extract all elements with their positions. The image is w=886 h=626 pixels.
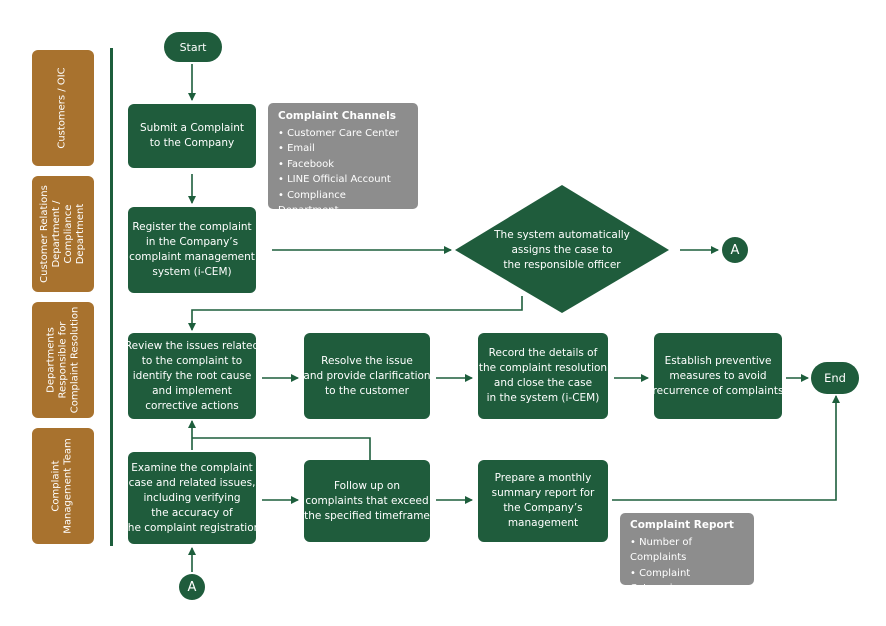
complaint-report-note: Complaint Report Number of Complaints Co…	[620, 513, 754, 610]
examine-complaint-box: Examine the complaint case and related i…	[124, 452, 260, 544]
complaint-channels-title: Complaint Channels	[278, 110, 396, 122]
channel-item: Customer Care Center	[278, 126, 408, 142]
arrow-assign-review	[188, 296, 523, 331]
channel-item: Email	[278, 141, 408, 157]
follow-up-box: Follow up on complaints that exceed the …	[304, 460, 430, 542]
start-node: Start	[164, 32, 222, 62]
assign-case-label: The system automatically assigns the cas…	[494, 228, 630, 271]
record-details-box: Record the details of the complaint reso…	[478, 333, 608, 419]
arrow-prepare-end	[612, 395, 840, 501]
register-complaint-box: Register the complaint in the Company’s …	[128, 207, 256, 293]
lane-complaint-management: Complaint Management Team	[32, 428, 94, 544]
connector-a-in: A	[179, 574, 205, 600]
assign-diamond	[455, 185, 669, 313]
report-item: Case Closure Status	[630, 597, 744, 613]
establish-measures-box: Establish preventive measures to avoid r…	[653, 333, 783, 419]
review-issues-box: Review the issues related to the complai…	[125, 333, 259, 419]
complaint-report-title: Complaint Report	[630, 519, 734, 531]
channel-item: LINE Official Account	[278, 172, 408, 188]
submit-complaint-box: Submit a Complaint to the Company	[128, 104, 256, 168]
complaint-channels-note: Complaint Channels Customer Care Center …	[268, 103, 418, 216]
line-follow-review	[192, 437, 371, 460]
channel-item: Compliance Department	[278, 188, 408, 219]
lane-divider	[110, 48, 113, 546]
channel-item: Facebook	[278, 157, 408, 173]
report-item: Number of Complaints	[630, 535, 744, 566]
report-item: Complaint Categories	[630, 566, 744, 597]
connector-a-out: A	[722, 237, 748, 263]
end-node: End	[811, 362, 859, 394]
lane-customer-relations: Customer Relations Department / Complian…	[32, 176, 94, 292]
lane-customers: Customers / OIC	[32, 50, 94, 166]
resolve-issue-box: Resolve the issue and provide clarificat…	[303, 333, 431, 419]
monthly-report-box: Prepare a monthly summary report for the…	[478, 460, 608, 542]
lane-resolution-departments: Departments Responsible for Complaint Re…	[32, 302, 94, 418]
